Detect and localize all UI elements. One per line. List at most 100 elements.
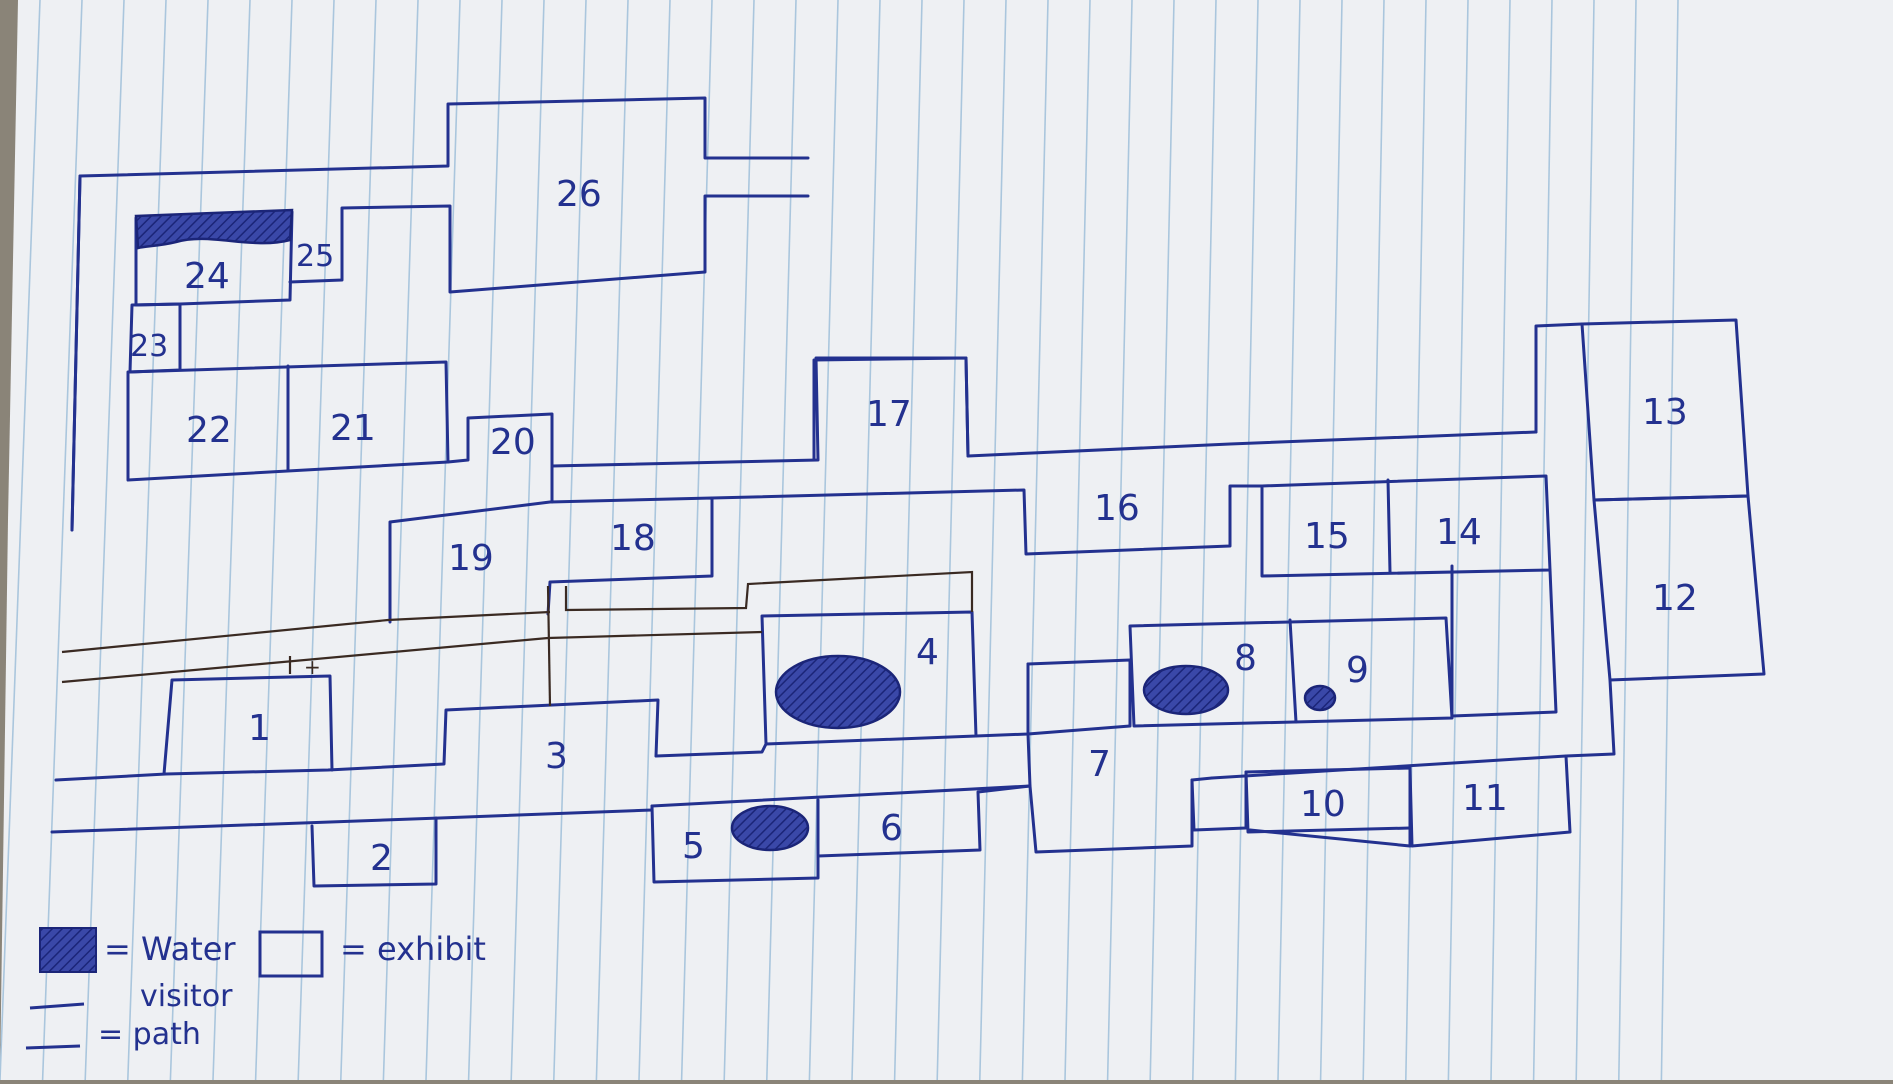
pond-4 [774,654,902,730]
pencil-path-connector [564,570,974,612]
ruled-line [254,0,293,1081]
pencil-path-vertical [546,585,552,707]
ruled-line [212,0,251,1081]
exhibit-label-24: 24 [184,256,230,297]
divider-15-14 [1386,478,1392,574]
legend-path-label-1: visitor [140,979,233,1014]
path-outline-mid-right [1210,754,1568,780]
path-outline-east [1450,564,1558,718]
ruled-line [1234,0,1259,1081]
path-outline-7 [1026,732,1032,788]
ruled-line [84,0,125,1081]
ruled-line [382,0,419,1081]
exhibit-17-outline [812,356,970,462]
exhibit-label-3: 3 [545,736,568,777]
pencil-path-upper [61,610,551,654]
ruled-line [553,0,587,1081]
path-outline-26-25 [288,194,810,294]
divider-8-9 [1288,618,1298,724]
ruled-line [936,0,965,1081]
exhibit-1-outline [162,674,334,776]
ruled-line [425,0,461,1081]
legend-exhibit-swatch [258,930,324,978]
exhibit-label-6: 6 [880,808,903,849]
pond-5 [730,804,810,852]
ruled-line [893,0,923,1081]
ruled-line [723,0,755,1081]
exhibit-label-16: 16 [1094,488,1140,529]
exhibit-labels: 1 2 3 4 5 6 7 8 9 10 11 12 13 14 15 16 1… [130,174,1698,879]
exhibit-2-outline [310,816,438,888]
ruled-line [297,0,335,1081]
legend-path-label-2: = path [98,1017,201,1052]
exhibit-label-12: 12 [1652,578,1698,619]
ruled-line [467,0,503,1081]
exhibit-label-23: 23 [130,329,168,364]
exhibit-label-9: 9 [1346,650,1369,691]
legend-water-label: = Water [104,930,236,968]
ruled-line [1021,0,1049,1081]
exhibit-label-19: 19 [448,538,494,579]
map-ink [50,96,1766,888]
ruled-line [1447,0,1469,1081]
path-outline-west [70,174,82,532]
path-outline-right-top [1534,322,1584,434]
ruled-line [595,0,629,1081]
ruled-line [1618,0,1637,1081]
exhibit-7-bottom [1028,778,1194,854]
ruled-lines [0,0,1679,1081]
legend: = Water = exhibit visitor = path [25,927,486,1052]
exhibit-label-25: 25 [296,239,334,274]
pencil-paths [61,570,974,707]
path-outline-20-17 [446,356,1538,468]
exhibit-label-11: 11 [1462,778,1508,819]
exhibit-label-7: 7 [1088,744,1111,785]
legend-water-swatch [39,927,97,973]
ruled-line [1575,0,1595,1081]
exhibit-8-9-outline [1128,616,1454,728]
legend-path-line-top [29,1002,85,1010]
exhibit-11-outline [1248,766,1412,848]
ruled-line [169,0,209,1081]
path-outline-3-1 [54,698,660,782]
ruled-line [979,0,1007,1081]
exhibit-7-top [1026,658,1132,736]
exhibit-label-21: 21 [330,408,376,449]
ruled-line [1319,0,1343,1081]
exhibit-label-5: 5 [682,826,705,867]
ruled-line [766,0,797,1081]
ruled-line [127,0,167,1081]
exhibit-label-14: 14 [1436,512,1482,553]
legend-path-line-bottom [25,1044,81,1050]
exhibit-label-4: 4 [916,632,939,673]
exhibit-label-26: 26 [556,174,602,215]
exhibit-label-13: 13 [1642,392,1688,433]
ruled-line [1277,0,1301,1081]
path-outline-16-15-14 [710,474,1552,578]
ruled-line [1362,0,1385,1081]
ruled-line [1490,0,1511,1081]
ruled-line [340,0,377,1081]
exhibit-label-20: 20 [490,422,536,463]
exhibit-label-15: 15 [1304,516,1350,557]
ruled-line [1192,0,1217,1081]
ruled-line [510,0,545,1081]
exhibit-label-1: 1 [248,708,271,749]
exhibit-label-10: 10 [1300,784,1346,825]
path-outline-3-4 [654,742,768,758]
pond-24 [134,208,294,250]
ruled-line [0,0,41,1081]
exhibit-label-17: 17 [866,394,912,435]
ruled-line [808,0,839,1081]
exhibit-label-18: 18 [610,518,656,559]
ruled-line [638,0,671,1081]
exhibit-label-2: 2 [370,838,393,879]
ruled-line [1405,0,1427,1081]
ruled-line [1064,0,1091,1081]
exhibit-12-outline [1592,494,1766,682]
exhibit-label-22: 22 [186,410,232,451]
ruled-line [1532,0,1553,1081]
